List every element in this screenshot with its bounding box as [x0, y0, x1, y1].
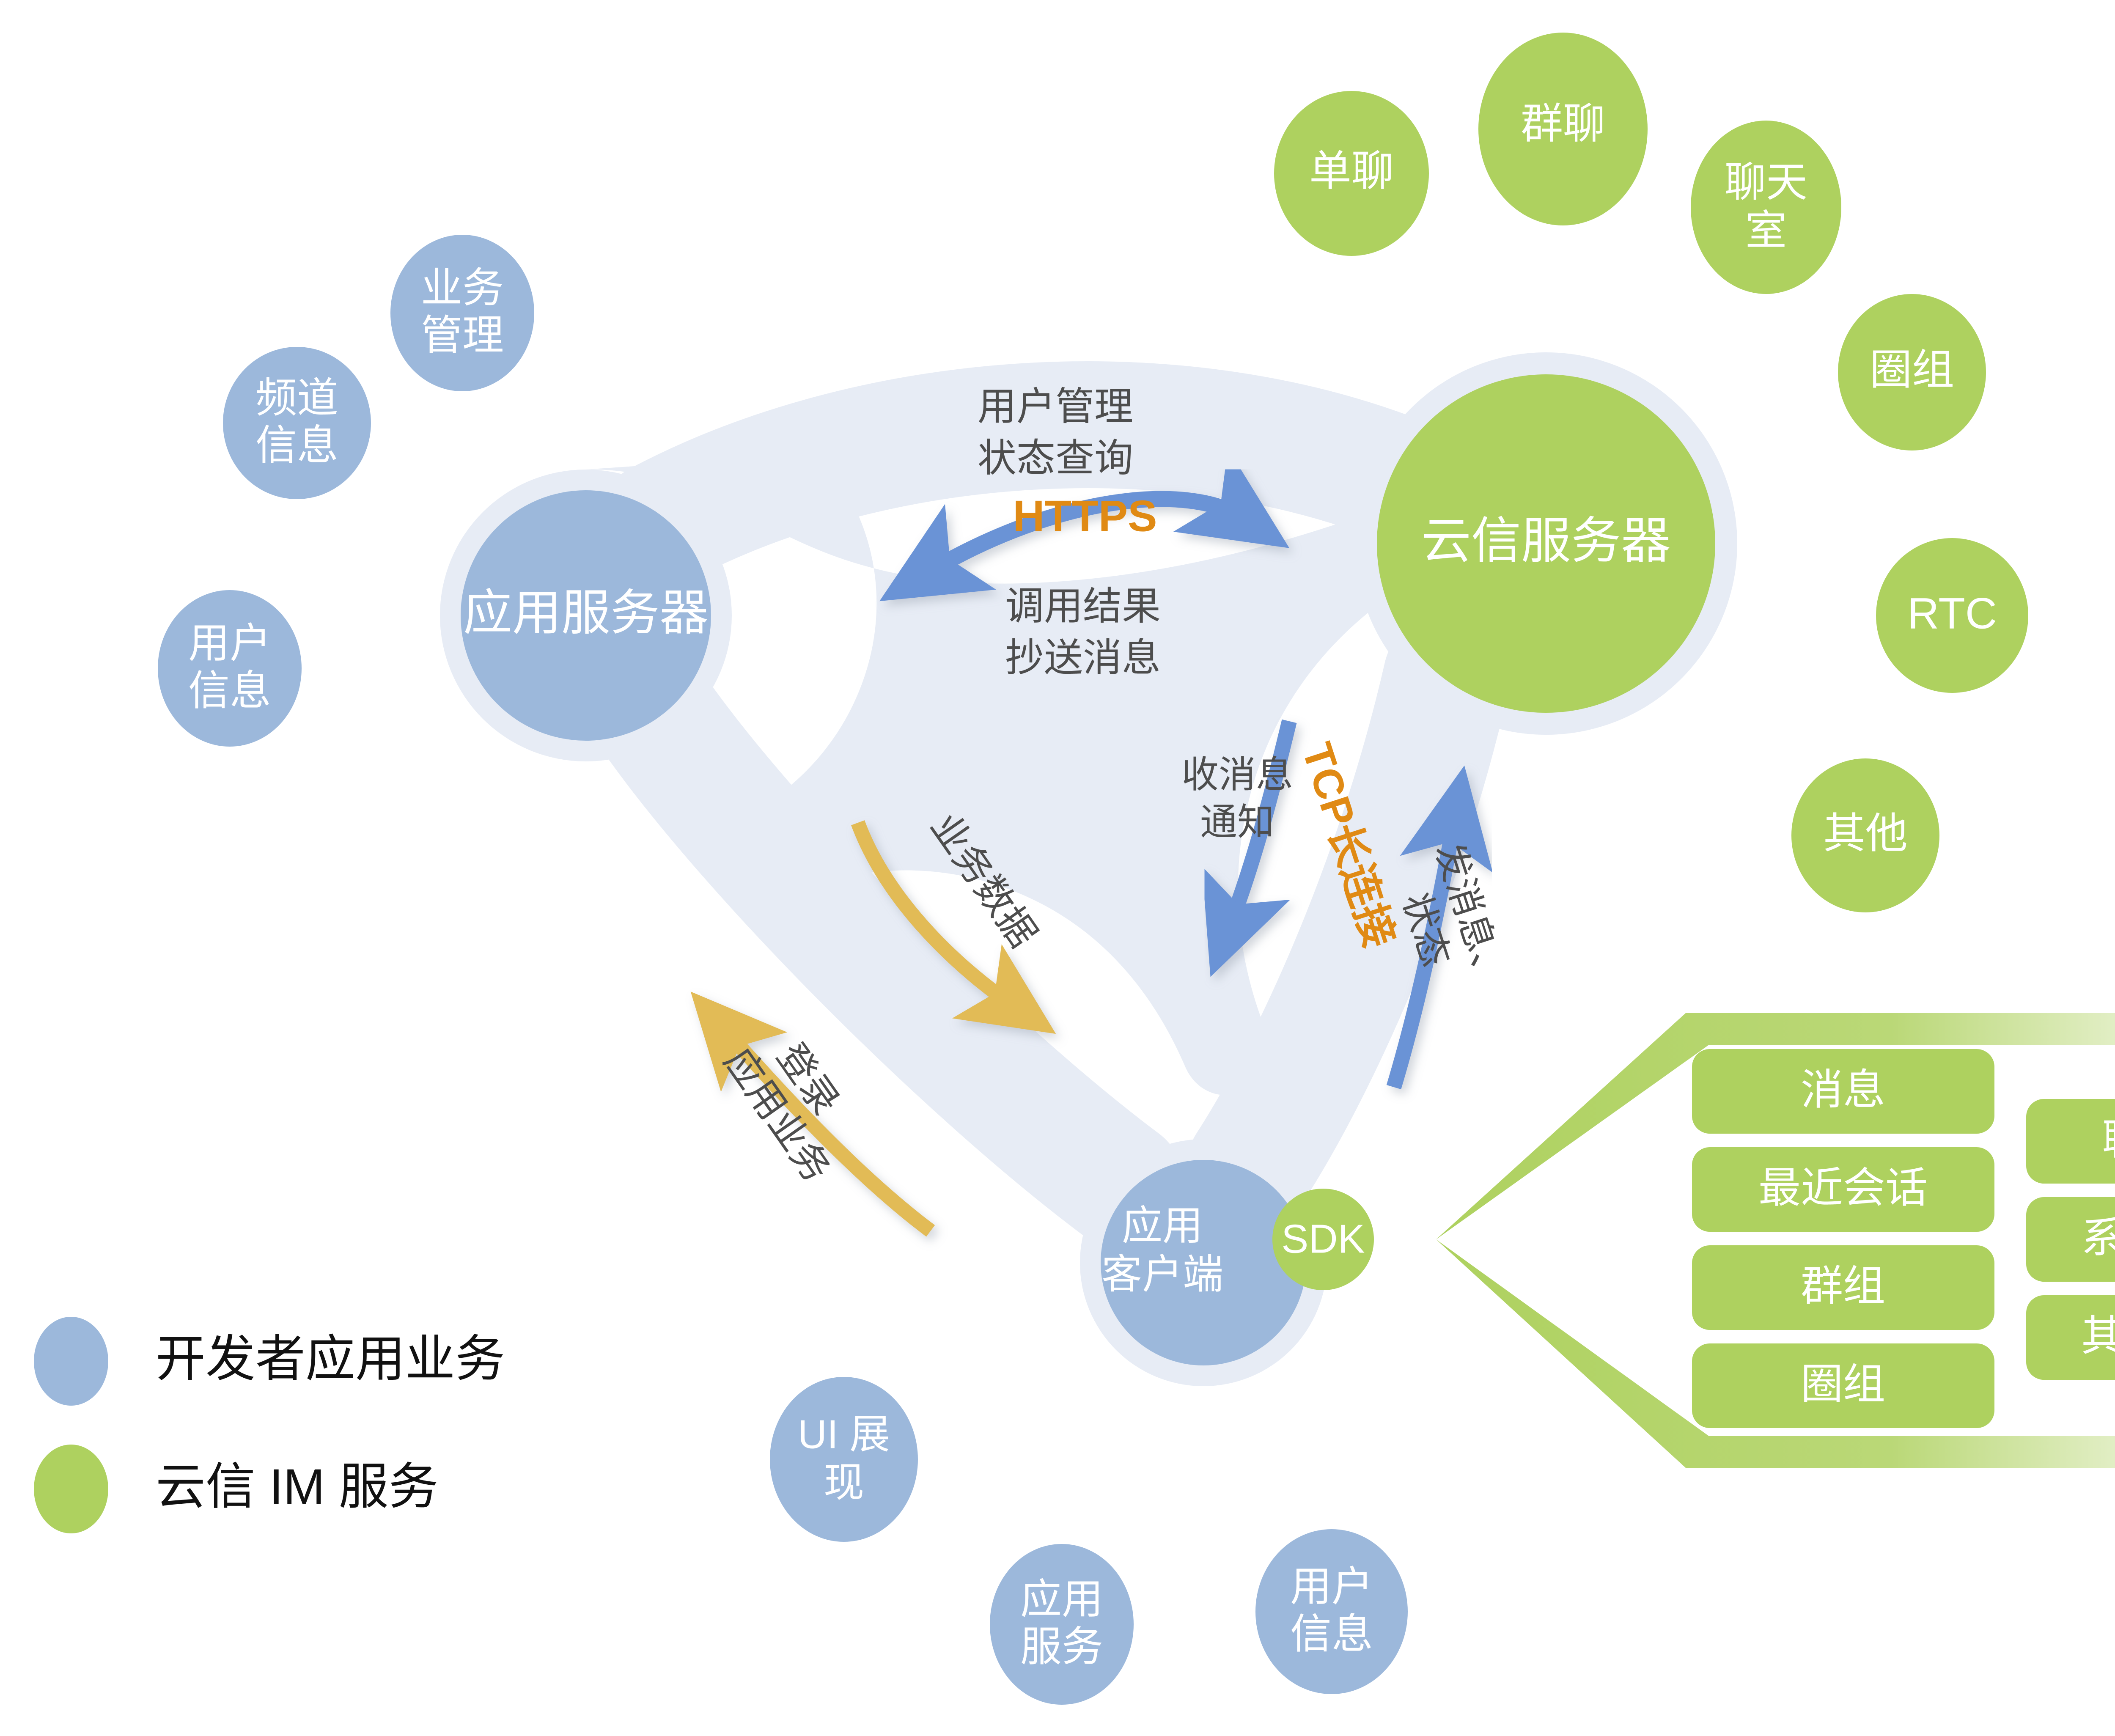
main-node-yunxin-server[interactable]: 云信服务器	[1377, 374, 1715, 713]
satellite-label: 信息	[1290, 1610, 1373, 1657]
sdk-feature-pill[interactable]: 圈组	[1692, 1343, 1994, 1428]
https-label-top-2: 状态查询	[978, 437, 1133, 480]
tcp-downstream-arrow	[1202, 719, 1297, 977]
https-connection: 用户管理 状态查询 HTTPS 调用结果 抄送消息	[879, 385, 1290, 679]
satellite-label: 圈组	[1870, 346, 1954, 393]
sdk-features-left-column: 消息 最近会话 群组 圈组	[1692, 1049, 1994, 1428]
satellite-label: 现	[824, 1460, 864, 1505]
satellite-label: 业务	[421, 264, 504, 311]
satellite-label: 频道	[255, 374, 338, 421]
legend: 开发者应用业务 云信 IM 服务	[34, 1317, 505, 1533]
legend-label: 开发者应用业务	[156, 1331, 505, 1387]
satellite-blue-3[interactable]: UI 展 现	[770, 1377, 918, 1542]
pill-label: 其他接口	[2081, 1312, 2115, 1360]
satellite-label: 室	[1745, 207, 1787, 253]
satellite-label: 其他	[1823, 810, 1908, 857]
satellite-green-4[interactable]: RTC	[1876, 538, 2028, 693]
sdk-feature-pill[interactable]: 其他接口	[2026, 1295, 2115, 1380]
satellite-blue-4[interactable]: 应用 服务	[990, 1544, 1134, 1705]
tcp-label-left-2: 通知	[1200, 801, 1274, 843]
https-label-bottom-2: 抄送消息	[1005, 636, 1161, 679]
satellite-green-2[interactable]: 聊天 室	[1691, 121, 1841, 294]
satellite-label: 单聊	[1309, 147, 1394, 195]
legend-swatch-green	[34, 1445, 108, 1533]
legend-label: 云信 IM 服务	[156, 1459, 439, 1515]
pill-label: 消息	[1801, 1066, 1885, 1113]
node-label: 应用服务器	[463, 585, 709, 640]
satellite-label: 用户	[1290, 1563, 1373, 1610]
satellite-label: 用户	[188, 620, 271, 666]
satellite-label: UI 展	[798, 1412, 890, 1457]
satellite-blue-5[interactable]: 用户 信息	[1255, 1529, 1408, 1694]
blue-satellites: 业务 管理 频道 信息 用户 信息 UI 展 现 应用 服务 用户 信息	[158, 235, 1408, 1705]
satellite-label: 聊天	[1725, 159, 1807, 205]
green-satellites: 单聊 群聊 聊天 室 圈组 RTC 其他	[1274, 33, 2028, 912]
satellite-label: 应用	[1020, 1576, 1103, 1622]
satellite-green-0[interactable]: 单聊	[1274, 91, 1429, 256]
satellite-label: RTC	[1907, 589, 1997, 638]
satellite-label: 群聊	[1521, 100, 1605, 147]
legend-swatch-blue	[34, 1317, 108, 1406]
sdk-feature-pill[interactable]: 群组	[1692, 1245, 1994, 1330]
satellite-green-5[interactable]: 其他	[1791, 758, 1939, 912]
pill-label: 系统通知	[2081, 1214, 2115, 1261]
main-node-app-server[interactable]: 应用服务器	[461, 490, 711, 741]
satellite-blue-1[interactable]: 频道 信息	[223, 347, 371, 499]
tcp-label-left-1: 收消息	[1181, 753, 1293, 795]
satellite-green-3[interactable]: 圈组	[1838, 294, 1986, 450]
tcp-upstream-arrow	[1386, 765, 1493, 1090]
legend-item-developer: 开发者应用业务	[34, 1317, 505, 1406]
login-arrow	[690, 992, 935, 1237]
sdk-feature-pill[interactable]: 消息	[1692, 1049, 1994, 1134]
https-label-top-1: 用户管理	[978, 385, 1133, 428]
pill-label: 聊天室	[2102, 1116, 2115, 1163]
node-label-line2: 客户端	[1101, 1252, 1223, 1297]
sdk-label: SDK	[1281, 1216, 1365, 1261]
sdk-features-right-column: 聊天室 系统通知 其他接口	[2026, 1099, 2115, 1380]
sdk-feature-pill[interactable]: 系统通知	[2026, 1197, 2115, 1282]
https-label-bottom-1: 调用结果	[1005, 585, 1161, 628]
pill-label: 圈组	[1801, 1360, 1885, 1408]
node-label-line1: 应用	[1122, 1203, 1203, 1248]
satellite-blue-2[interactable]: 用户 信息	[158, 590, 302, 747]
legend-item-yunxin: 云信 IM 服务	[34, 1445, 439, 1533]
sdk-feature-pill[interactable]: 聊天室	[2026, 1099, 2115, 1184]
satellite-label: 信息	[255, 422, 338, 468]
node-label: 云信服务器	[1421, 513, 1671, 569]
pill-label: 群组	[1801, 1262, 1885, 1310]
main-node-app-client[interactable]: 应用 客户端	[1101, 1160, 1306, 1365]
pill-label: 最近会话	[1758, 1164, 1928, 1211]
satellite-blue-0[interactable]: 业务 管理	[390, 235, 534, 391]
satellite-label: 信息	[188, 667, 271, 714]
https-arrow	[879, 448, 1290, 602]
https-protocol-label: HTTPS	[1013, 492, 1157, 541]
sdk-callout-bracket	[1436, 1013, 2115, 1468]
satellite-label: 管理	[421, 312, 504, 358]
sdk-node[interactable]: SDK	[1272, 1189, 1374, 1290]
sdk-feature-pill[interactable]: 最近会话	[1692, 1147, 1994, 1232]
satellite-green-1[interactable]: 群聊	[1478, 33, 1648, 225]
business-data-arrow	[851, 820, 1056, 1034]
satellite-label: 服务	[1020, 1623, 1103, 1670]
